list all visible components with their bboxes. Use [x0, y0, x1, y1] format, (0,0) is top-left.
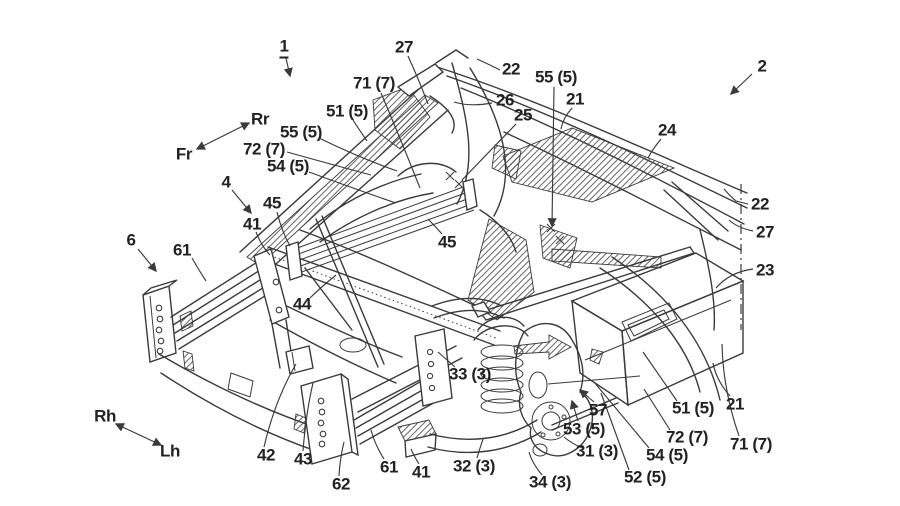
ref-27-top-label: 27	[394, 37, 414, 57]
ref-4-arrow	[231, 189, 252, 215]
ref-45-center-label: 45	[437, 232, 457, 252]
ref-4-label: 4	[221, 172, 231, 192]
ref-1-arrow	[283, 57, 293, 78]
ref-31-3-label: 31 (3)	[575, 441, 619, 461]
cowl-panel	[309, 62, 565, 253]
bumper-beam-assembly	[142, 248, 319, 452]
rh-lh-axis-arrow	[114, 423, 163, 446]
ref-25-label: 25	[513, 105, 533, 125]
crash-box-lower	[300, 328, 453, 465]
ref-54-5-right-label: 54 (5)	[645, 445, 689, 465]
ref-22-top-label: 22	[501, 59, 521, 79]
ref-44-label: 44	[292, 294, 312, 314]
ref-33-3-label: 33 (3)	[448, 364, 492, 384]
ref-53-5-label: 53 (5)	[562, 419, 606, 439]
ref-23-label: 23	[755, 260, 775, 280]
ref-21-right-label: 21	[725, 394, 745, 414]
compass-rh-label: Rh	[94, 406, 116, 426]
ref-32-3-label: 32 (3)	[452, 456, 496, 476]
ref-21-top-label: 21	[565, 89, 585, 109]
diagonal-brace	[285, 178, 695, 321]
compass-fr-label: Fr	[175, 144, 193, 164]
ref-27-right-label: 27	[755, 222, 775, 242]
ref-54-5-left-label: 54 (5)	[266, 156, 310, 176]
ref-41-left-label: 41	[242, 214, 262, 234]
pointer-arrows	[114, 57, 753, 446]
fr-rr-axis-arrow	[195, 122, 251, 150]
ref-57-label: 57	[588, 400, 608, 420]
ref-61-left-label: 61	[172, 240, 192, 260]
ref-26-label: 26	[495, 90, 515, 110]
ref-62-label: 62	[331, 474, 351, 494]
ref-51-5-right-label: 51 (5)	[671, 398, 715, 418]
load-path-arrow	[513, 334, 572, 360]
ref-34-3-label: 34 (3)	[528, 472, 572, 492]
ref-72-7-left-label: 72 (7)	[242, 139, 286, 159]
ref-6-arrow	[137, 248, 157, 273]
ref-45-left-label: 45	[262, 193, 282, 213]
leader-lines	[191, 55, 754, 477]
compass-lh-label: Lh	[160, 441, 180, 461]
ref-22-right-label: 22	[750, 194, 770, 214]
ref-71-7-right-label: 71 (7)	[729, 434, 773, 454]
ref-2-arrow	[730, 73, 753, 95]
ref-55-5-right-label: 55 (5)	[534, 67, 578, 87]
ref-24-label: 24	[657, 120, 677, 140]
windshield-hatch	[467, 127, 676, 321]
floor-tray-box	[547, 252, 745, 407]
ref-52-5-label: 52 (5)	[623, 467, 667, 487]
ref-51-5-top-label: 51 (5)	[325, 101, 369, 121]
suspension-assembly	[427, 297, 619, 457]
ref-6-label: 6	[126, 230, 136, 250]
ref-2-label: 2	[757, 56, 767, 76]
compass-rr-label: Rr	[250, 109, 270, 129]
ref-71-7-top-label: 71 (7)	[352, 73, 396, 93]
ref-55-5-left-label: 55 (5)	[279, 122, 323, 142]
ref-72-7-right-label: 72 (7)	[665, 427, 709, 447]
ref-41-bottom-label: 41	[411, 462, 431, 482]
ref-42-label: 42	[256, 445, 276, 465]
ref-61-bottom-label: 61	[379, 457, 399, 477]
ref-43-label: 43	[293, 449, 313, 469]
ref-1-label: 1	[279, 38, 289, 59]
